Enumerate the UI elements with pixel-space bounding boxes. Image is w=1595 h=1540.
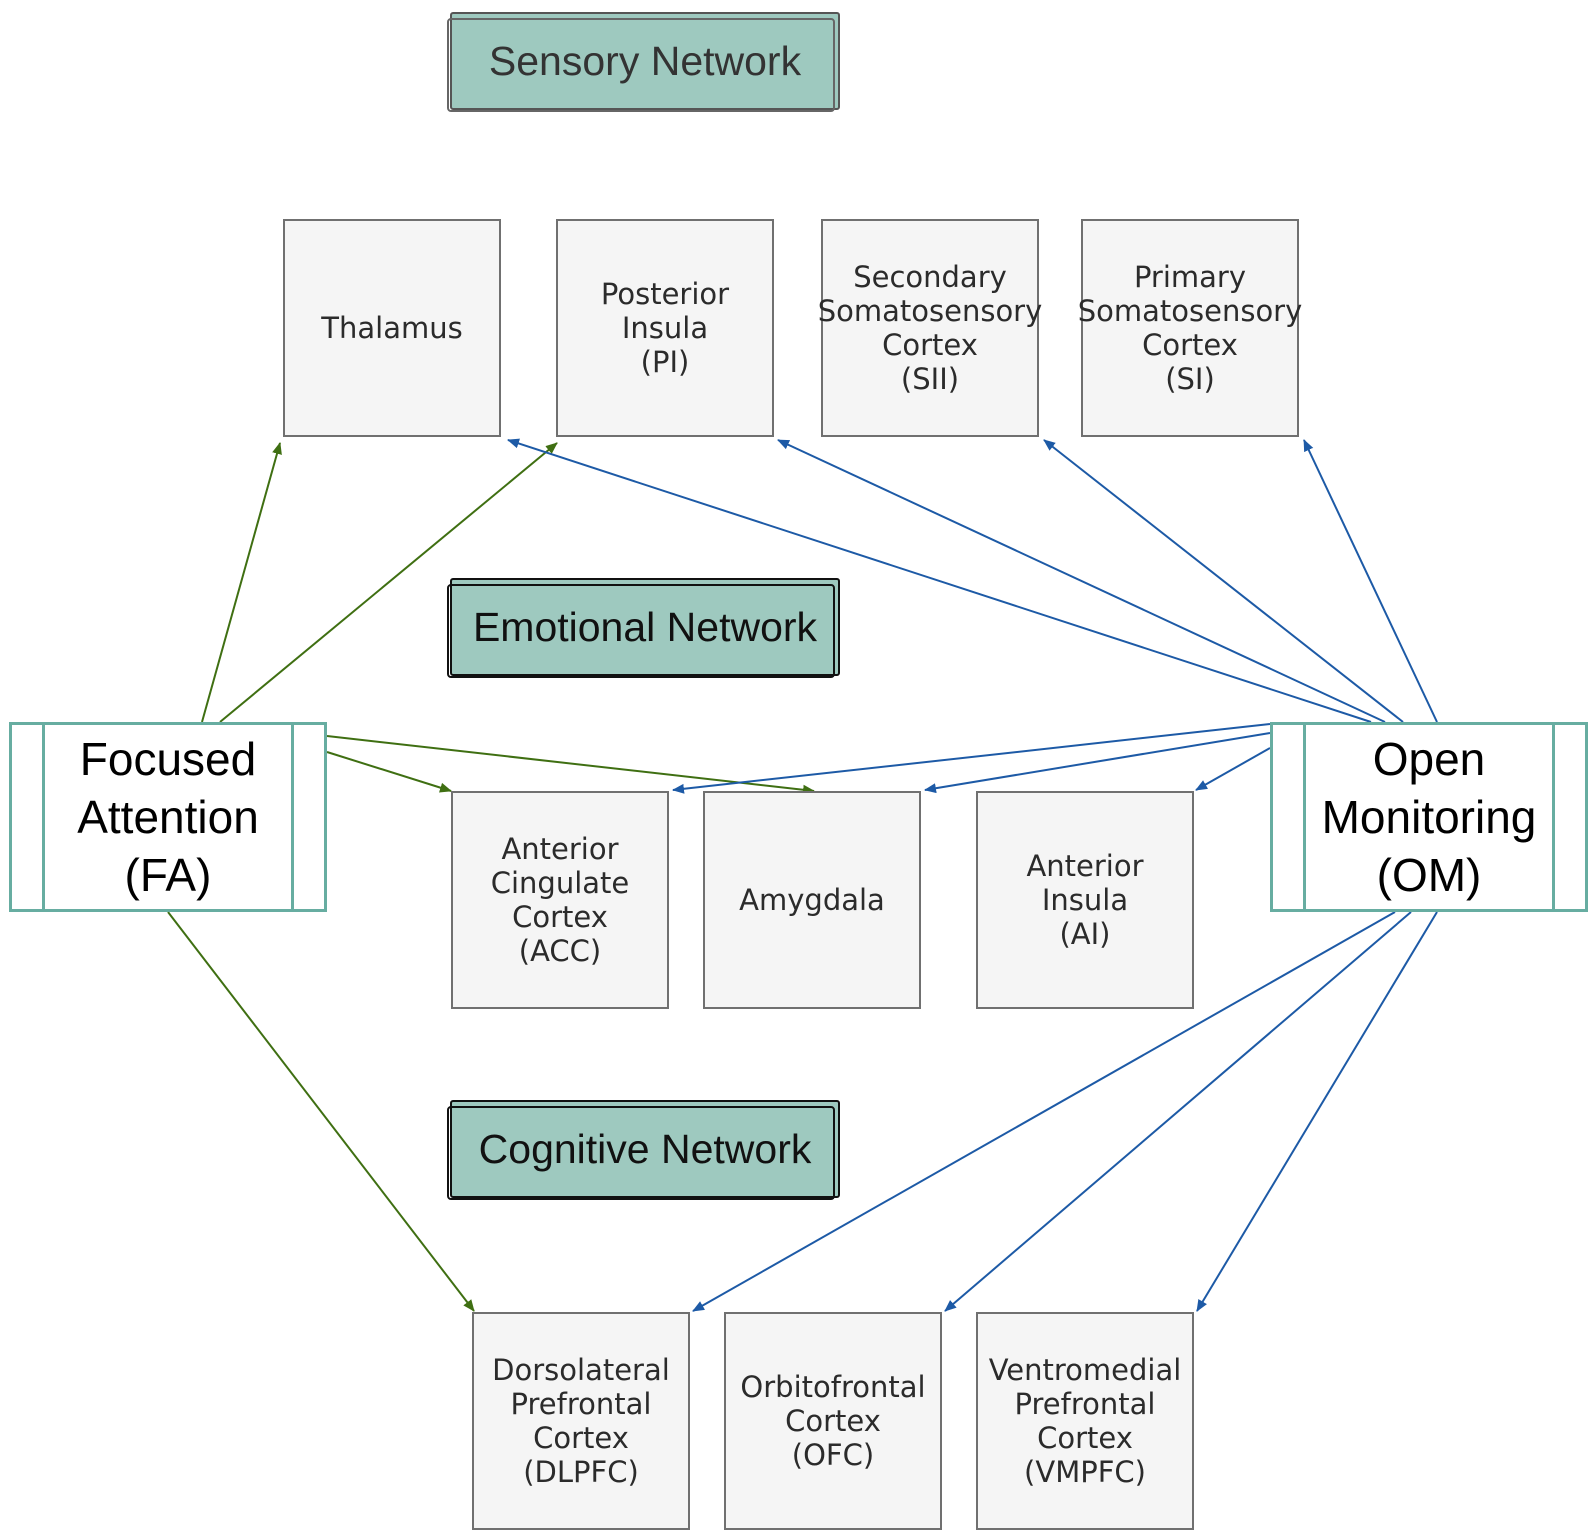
sensory-network-label: Sensory Network bbox=[447, 12, 840, 112]
primary-somatosensory-node: Primary Somatosensory Cortex (SI) bbox=[1078, 219, 1302, 437]
om-left-bar bbox=[1303, 725, 1306, 909]
posterior-insula-label: Posterior Insula (PI) bbox=[600, 277, 730, 379]
focused-attention-box: Focused Attention (FA) bbox=[9, 722, 327, 912]
arrow-om-to-pi bbox=[777, 439, 1386, 723]
arrow-fa-to-acc bbox=[326, 751, 452, 793]
arrow-fa-to-amygdala bbox=[326, 735, 815, 795]
arrow-fa-to-pi bbox=[219, 442, 558, 723]
open-monitoring-box: Open Monitoring (OM) bbox=[1270, 722, 1588, 912]
amygdala-node: Amygdala bbox=[703, 791, 921, 1009]
vmpfc-label: Ventromedial Prefrontal Cortex (VMPFC) bbox=[988, 1353, 1182, 1489]
cognitive-network-label: Cognitive Network bbox=[447, 1100, 840, 1200]
focused-attention-label: Focused Attention (FA) bbox=[77, 733, 259, 901]
ofc-node: Orbitofrontal Cortex (OFC) bbox=[724, 1312, 942, 1530]
anterior-insula-label: Anterior Insula (AI) bbox=[1026, 849, 1144, 951]
ofc-label: Orbitofrontal Cortex (OFC) bbox=[740, 1370, 926, 1472]
arrow-om-to-si bbox=[1303, 439, 1438, 723]
arrow-om-to-thalamus bbox=[507, 438, 1372, 723]
arrow-om-to-ofc bbox=[944, 911, 1412, 1312]
arrow-om-to-vmpfc bbox=[1196, 911, 1438, 1312]
arrow-fa-to-thalamus bbox=[201, 442, 282, 723]
arrow-om-to-sii bbox=[1043, 439, 1404, 723]
dlpfc-label: Dorsolateral Prefrontal Cortex (DLPFC) bbox=[492, 1353, 670, 1489]
fa-right-bar bbox=[291, 725, 294, 909]
emotional-network-label: Emotional Network bbox=[447, 578, 840, 678]
arrow-fa-to-dlpfc bbox=[167, 911, 475, 1312]
anterior-cingulate-label: Anterior Cingulate Cortex (ACC) bbox=[490, 832, 630, 968]
om-right-bar bbox=[1552, 725, 1555, 909]
amygdala-label: Amygdala bbox=[739, 883, 885, 917]
arrow-om-to-dlpfc bbox=[692, 911, 1396, 1312]
arrow-om-to-acc bbox=[672, 723, 1271, 794]
anterior-insula-node: Anterior Insula (AI) bbox=[976, 791, 1194, 1009]
anterior-cingulate-node: Anterior Cingulate Cortex (ACC) bbox=[451, 791, 669, 1009]
open-monitoring-label: Open Monitoring (OM) bbox=[1321, 733, 1537, 901]
vmpfc-node: Ventromedial Prefrontal Cortex (VMPFC) bbox=[976, 1312, 1194, 1530]
thalamus-node: Thalamus bbox=[283, 219, 501, 437]
arrow-om-to-amygdala bbox=[924, 732, 1271, 794]
fa-left-bar bbox=[42, 725, 45, 909]
dlpfc-node: Dorsolateral Prefrontal Cortex (DLPFC) bbox=[472, 1312, 690, 1530]
primary-somatosensory-label: Primary Somatosensory Cortex (SI) bbox=[1077, 260, 1303, 396]
arrow-om-to-ai bbox=[1195, 747, 1271, 791]
posterior-insula-node: Posterior Insula (PI) bbox=[556, 219, 774, 437]
thalamus-label: Thalamus bbox=[321, 311, 463, 345]
secondary-somatosensory-label: Secondary Somatosensory Cortex (SII) bbox=[817, 260, 1043, 396]
secondary-somatosensory-node: Secondary Somatosensory Cortex (SII) bbox=[818, 219, 1042, 437]
